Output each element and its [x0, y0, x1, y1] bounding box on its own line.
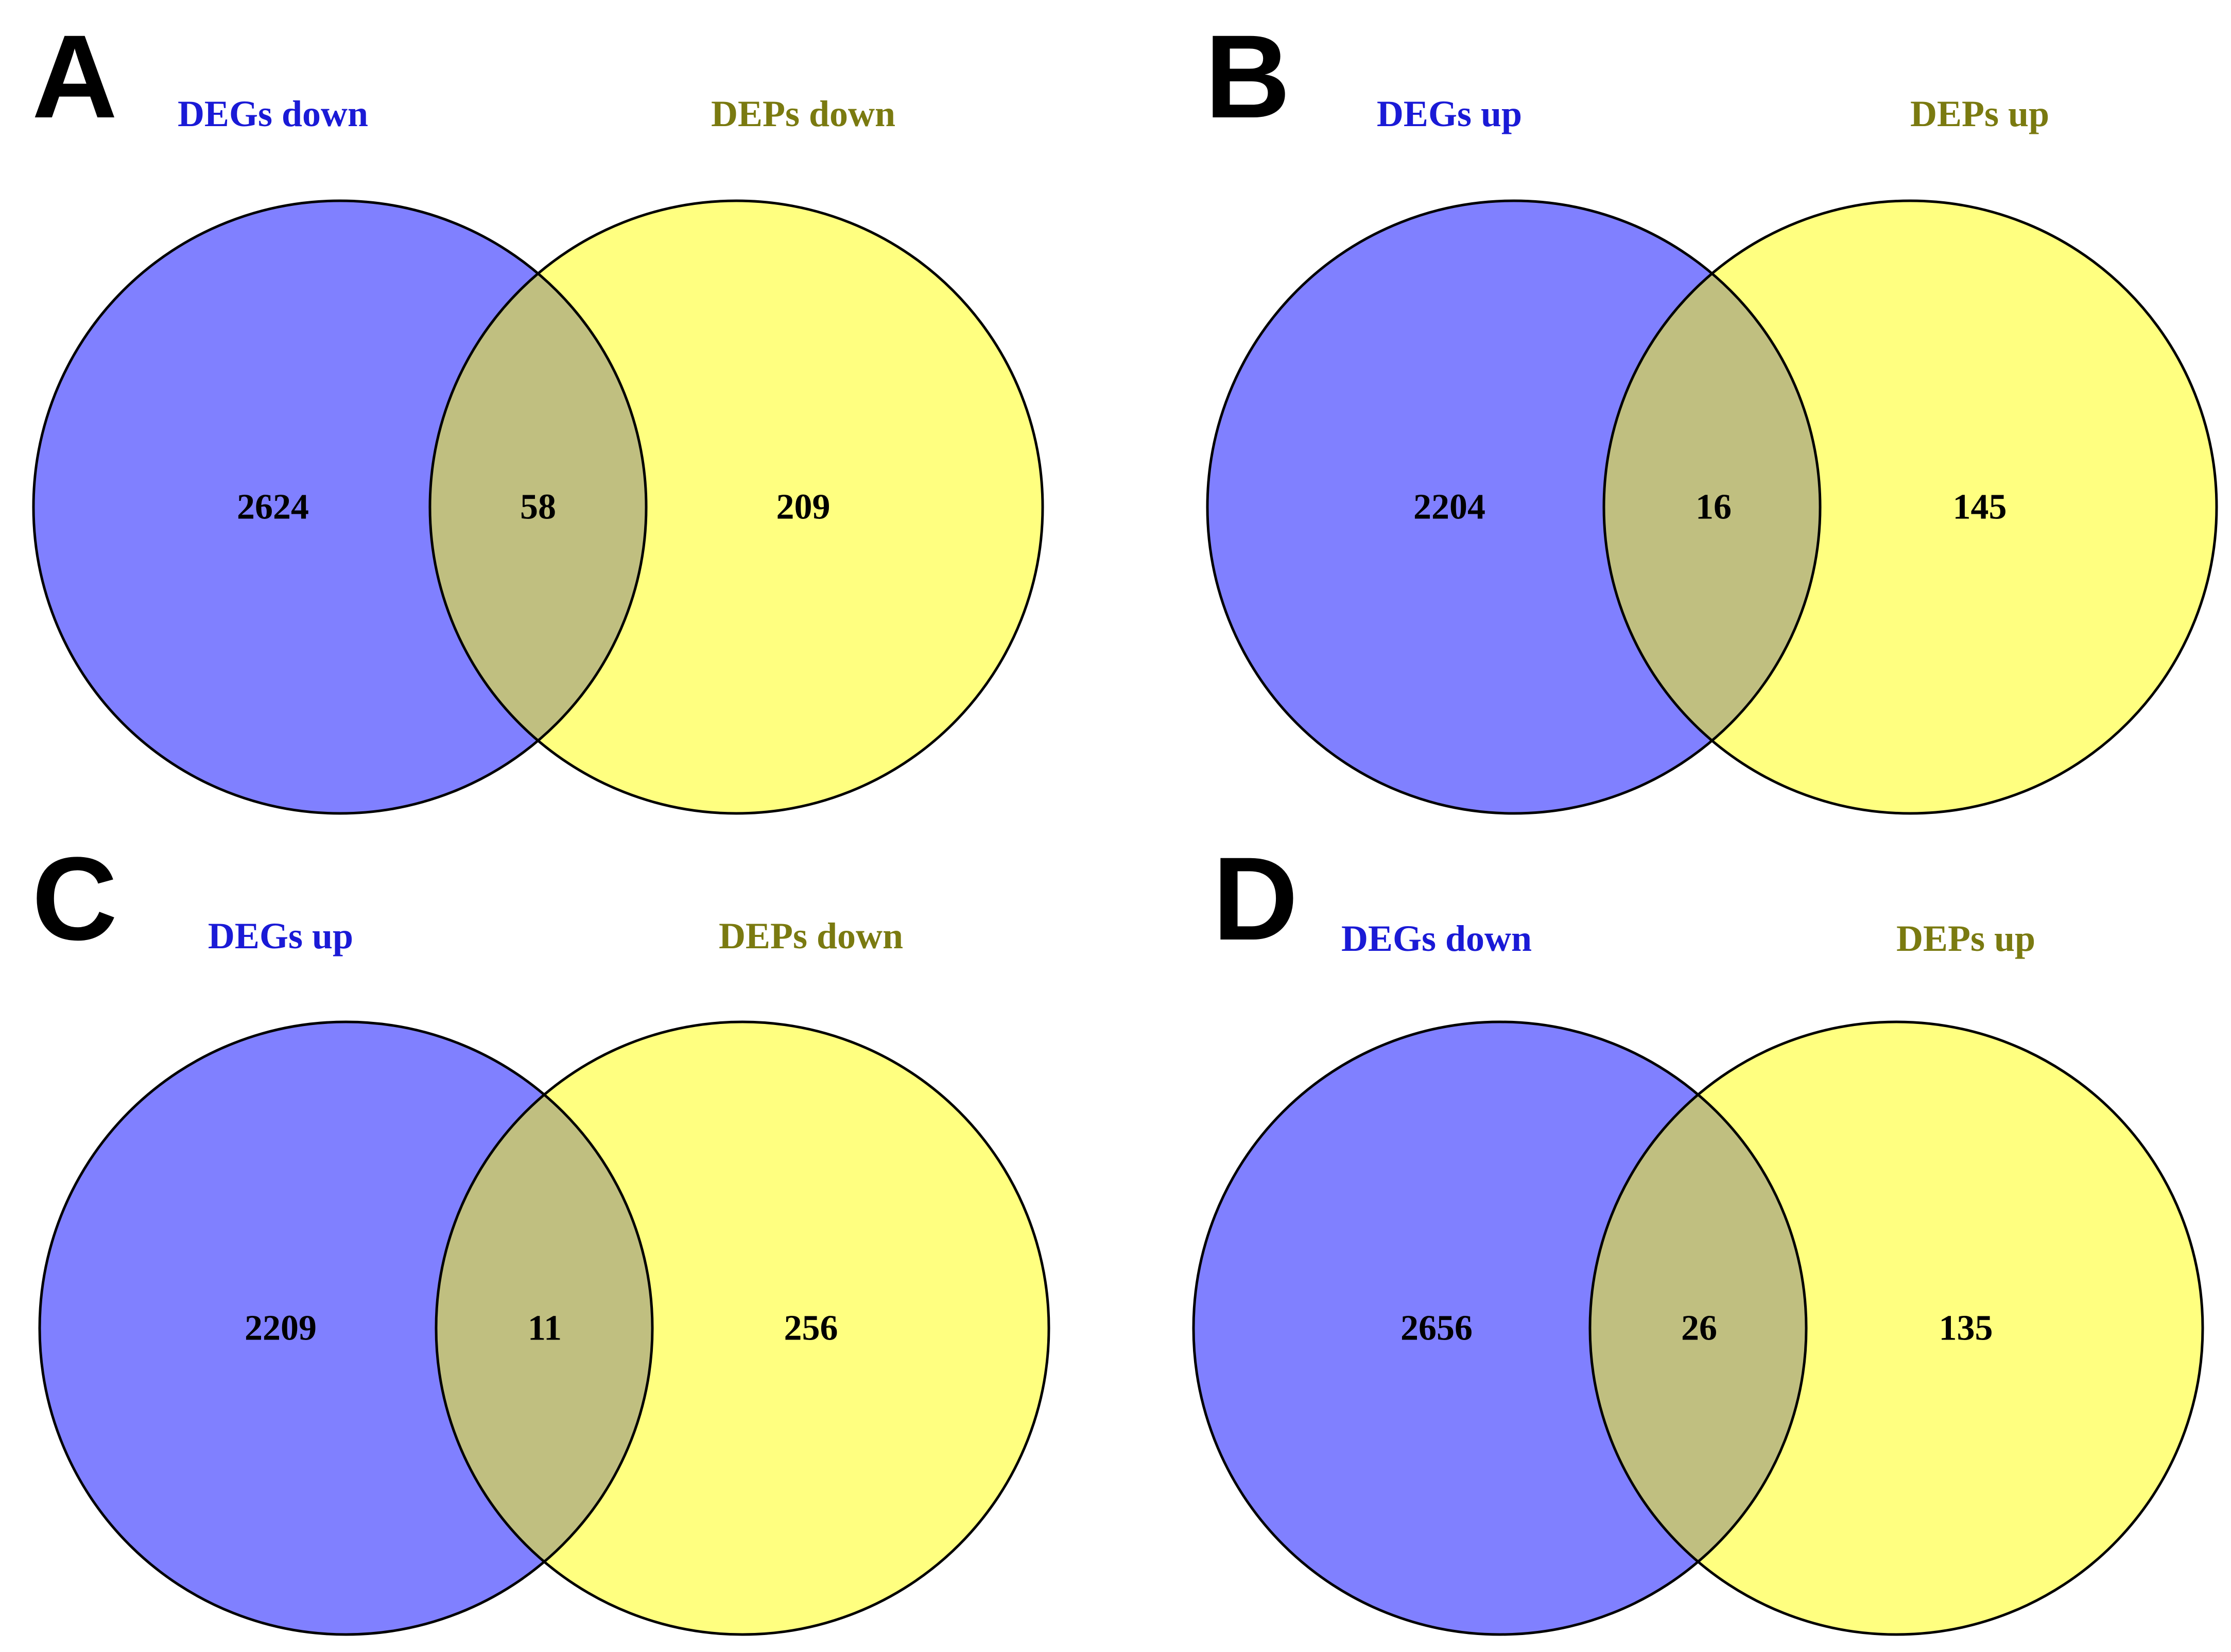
panel-c-left-only-count: 2209	[245, 1309, 317, 1348]
panel-a-overlap-region	[430, 201, 646, 813]
panel-b-left-circle-outline	[1206, 199, 1822, 815]
panel-a-right-only-count: 209	[776, 488, 831, 527]
venn-panel-c: C DEGs up DEPs down 2209 11 256	[32, 832, 1050, 1636]
panel-b-overlap-count: 16	[1696, 488, 1732, 527]
panel-d-right-set-label: DEPs up	[1896, 918, 2035, 959]
panel-c-right-only-count: 256	[784, 1309, 838, 1348]
panel-d-left-only-count: 2656	[1400, 1309, 1473, 1348]
panel-b-right-set-label: DEPs up	[1910, 93, 2049, 134]
panel-d-left-circle-outline	[1192, 1020, 1808, 1636]
panel-a-left-set-label: DEGs down	[178, 93, 368, 134]
panel-a-left-circle-outline	[32, 199, 648, 815]
panel-d-right-only-count: 135	[1939, 1309, 1993, 1348]
panel-d-overlap-region	[1590, 1022, 1806, 1634]
panel-c-overlap-count: 11	[528, 1309, 562, 1348]
panel-d-right-circle-outline	[1588, 1020, 2204, 1636]
panel-c-left-circle-outline	[38, 1020, 654, 1636]
panel-a-left-only-count: 2624	[237, 488, 309, 527]
panel-letter-c: C	[32, 832, 117, 965]
venn-panel-b: B DEGs up DEPs up 2204 16 145	[1205, 10, 2218, 815]
panel-b-left-only-count: 2204	[1413, 488, 1485, 527]
panel-a-right-circle-outline	[428, 199, 1044, 815]
venn-panel-a: A DEGs down DEPs down 2624 58 209	[32, 10, 1044, 815]
panel-d-overlap-count: 26	[1681, 1309, 1717, 1348]
panel-a-overlap-count: 58	[520, 488, 556, 527]
panel-c-right-circle-outline	[435, 1020, 1050, 1636]
panel-c-left-set-label: DEGs up	[208, 915, 353, 957]
panel-letter-b: B	[1205, 10, 1290, 143]
panel-a-right-set-label: DEPs down	[711, 93, 895, 134]
panel-d-left-set-label: DEGs down	[1341, 918, 1532, 959]
panel-c-overlap-region	[436, 1022, 652, 1634]
panel-c-right-set-label: DEPs down	[719, 915, 903, 957]
panel-b-overlap-region	[1604, 201, 1820, 813]
venn-panel-d: D DEGs down DEPs up 2656 26 135	[1192, 832, 2204, 1636]
panel-b-right-only-count: 145	[1953, 488, 2007, 527]
panel-letter-a: A	[32, 10, 117, 143]
panel-letter-d: D	[1213, 832, 1298, 965]
panel-b-left-set-label: DEGs up	[1377, 93, 1522, 134]
panel-b-right-circle-outline	[1602, 199, 2218, 815]
